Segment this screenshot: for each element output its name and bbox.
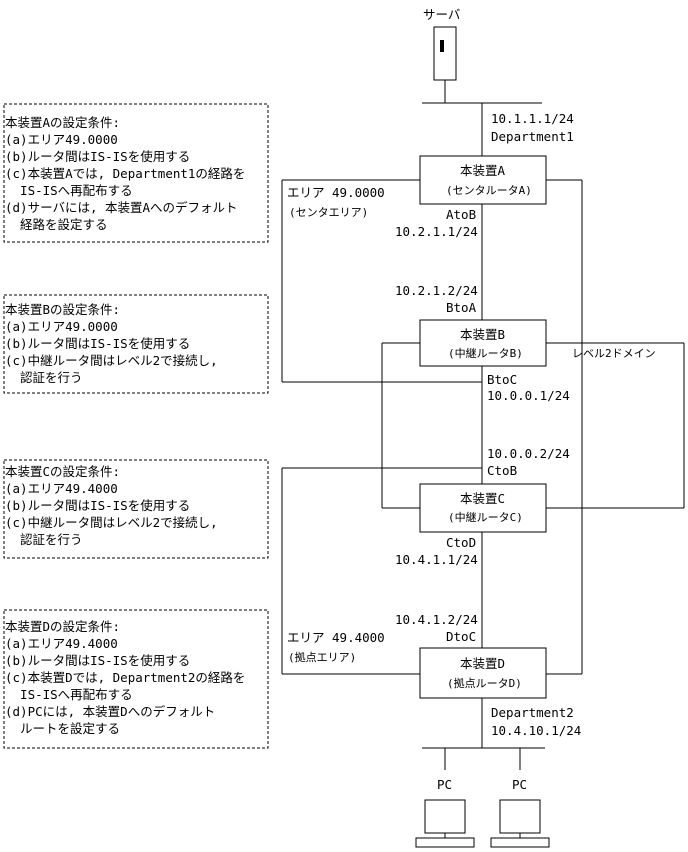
- condition-d-line: IS-ISへ再配布する: [5, 687, 133, 702]
- pc-1: PC: [415, 777, 475, 848]
- router-c-iface-in-ip: 10.0.0.2/24: [487, 446, 570, 461]
- condition-c-line: (b)ルータ間はIS-ISを使用する: [5, 498, 190, 513]
- router-d: 本装置D (拠点ルータD): [419, 647, 547, 699]
- pc-1-monitor-icon: [424, 799, 466, 834]
- router-b-iface-out-ip: 10.0.0.1/24: [487, 388, 570, 403]
- condition-a-line: (b)ルータ間はIS-ISを使用する: [5, 149, 190, 164]
- router-d-iface-in-name: DtoC: [446, 629, 476, 644]
- condition-b-line: 認証を行う: [5, 370, 83, 385]
- condition-box-d: 本装置Dの設定条件: (a)エリア49.4000 (b)ルータ間はIS-ISを使…: [3, 609, 269, 749]
- condition-d-line: (c)本装置Dでは, Department2の経路を: [5, 670, 245, 685]
- router-b-role: (中継ルータB): [448, 346, 523, 360]
- router-a: 本装置A (センタルータA): [419, 155, 547, 205]
- router-c-iface-out-name: CtoD: [446, 535, 476, 550]
- condition-c-line: 認証を行う: [5, 532, 83, 547]
- router-b-iface-in-name: BtoA: [446, 300, 477, 315]
- router-d-role: (拠点ルータD): [447, 677, 522, 690]
- router-c: 本装置C (中継ルータC): [419, 483, 547, 533]
- area-branch-name: (拠点エリア): [288, 651, 356, 664]
- department2-ip: 10.4.10.1/24: [491, 723, 581, 738]
- router-a-title: 本装置A: [460, 163, 506, 178]
- router-a-role: (センタルータA): [446, 184, 532, 197]
- condition-b-line: (a)エリア49.0000: [5, 319, 118, 334]
- condition-a-line: (d)サーバには, 本装置Aへのデフォルト: [5, 200, 238, 215]
- condition-box-c: 本装置Cの設定条件: (a)エリア49.4000 (b)ルータ間はIS-ISを使…: [3, 459, 269, 559]
- condition-box-b-border: [3, 294, 269, 394]
- condition-c-line: (a)エリア49.4000: [5, 481, 118, 496]
- router-d-title: 本装置D: [460, 656, 505, 671]
- router-b-box: [419, 319, 547, 367]
- pc-2: PC: [490, 777, 550, 848]
- condition-b-title: 本装置Bの設定条件:: [5, 302, 120, 317]
- router-b-iface-in-ip: 10.2.1.2/24: [395, 283, 478, 298]
- server: サーバ: [423, 7, 460, 81]
- router-b-iface-out-name: BtoC: [487, 372, 517, 387]
- pc-2-monitor-icon: [499, 799, 541, 834]
- level2-domain-label: レベル2ドメイン: [572, 347, 656, 360]
- condition-d-line: (a)エリア49.4000: [5, 636, 118, 651]
- condition-d-line: (d)PCには, 本装置Dへのデフォルト: [5, 704, 215, 719]
- area-center-id: エリア 49.0000: [287, 185, 385, 200]
- router-b-title: 本装置B: [460, 327, 505, 342]
- router-c-iface-in-name: CtoB: [487, 463, 517, 478]
- condition-d-line: ルートを設定する: [5, 721, 120, 736]
- department1-name: Department1: [491, 129, 574, 144]
- router-a-box: [419, 155, 547, 205]
- router-c-box: [419, 483, 547, 533]
- department1-ip: 10.1.1.1/24: [491, 111, 574, 126]
- condition-a-line: 経路を設定する: [5, 217, 108, 232]
- area-center-name: (センタエリア): [289, 206, 368, 219]
- condition-b-line: (b)ルータ間はIS-ISを使用する: [5, 336, 190, 351]
- router-b: 本装置B (中継ルータB): [419, 319, 547, 367]
- server-icon: [433, 26, 457, 81]
- pc-2-keyboard-icon: [490, 837, 550, 848]
- department2-name: Department2: [491, 705, 574, 720]
- router-a-iface-name: AtoB: [446, 207, 476, 222]
- pc-1-label: PC: [437, 777, 452, 792]
- condition-box-a: 本装置Aの設定条件: (a)エリア49.0000 (b)ルータ間はIS-ISを使…: [3, 103, 269, 243]
- condition-b-line: (c)中継ルータ間はレベル2で接続し,: [5, 353, 218, 368]
- pc-2-label: PC: [512, 777, 527, 792]
- condition-c-line: (c)中継ルータ間はレベル2で接続し,: [5, 515, 218, 530]
- area-branch-id: エリア 49.4000: [287, 630, 385, 645]
- router-c-role: (中継ルータC): [448, 510, 523, 524]
- server-drive-icon: [440, 40, 444, 52]
- condition-box-d-border: [3, 609, 269, 749]
- router-c-title: 本装置C: [460, 491, 505, 506]
- condition-box-a-border: [3, 103, 269, 243]
- condition-a-line: IS-ISへ再配布する: [5, 183, 133, 198]
- condition-a-title: 本装置Aの設定条件:: [5, 115, 120, 130]
- condition-d-line: (b)ルータ間はIS-ISを使用する: [5, 653, 190, 668]
- router-c-iface-out-ip: 10.4.1.1/24: [395, 552, 478, 567]
- router-d-iface-in-ip: 10.4.1.2/24: [395, 612, 478, 627]
- router-d-box: [419, 647, 547, 699]
- server-label: サーバ: [423, 7, 460, 22]
- condition-box-c-border: [3, 459, 269, 559]
- condition-a-line: (c)本装置Aでは, Department1の経路を: [5, 166, 245, 181]
- condition-box-b: 本装置Bの設定条件: (a)エリア49.0000 (b)ルータ間はIS-ISを使…: [3, 294, 269, 394]
- pc-1-keyboard-icon: [415, 837, 475, 848]
- router-a-iface-ip: 10.2.1.1/24: [395, 224, 478, 239]
- condition-a-line: (a)エリア49.0000: [5, 132, 118, 147]
- condition-c-title: 本装置Cの設定条件:: [5, 464, 120, 479]
- condition-d-title: 本装置Dの設定条件:: [5, 619, 120, 634]
